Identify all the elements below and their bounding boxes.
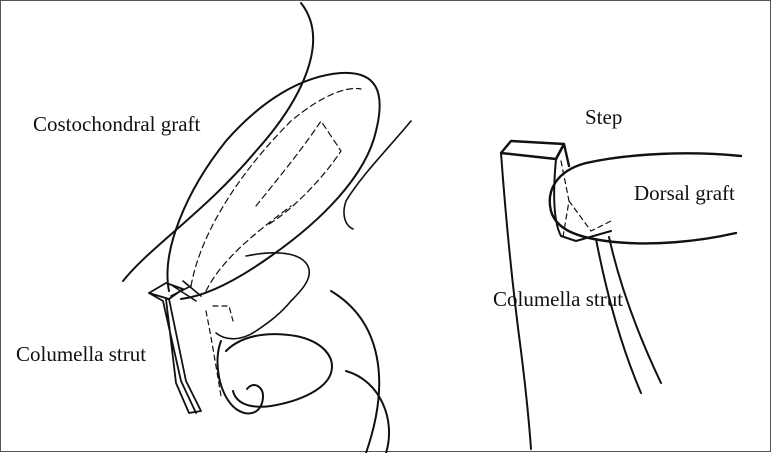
costochondral-graft-outline <box>168 73 380 299</box>
strut-lower-dashed <box>569 201 611 231</box>
lower-lip-curve <box>346 371 389 453</box>
alar-outline <box>226 334 332 407</box>
face-profile-outline <box>123 3 313 281</box>
label-costochondral-graft: Costochondral graft <box>33 114 200 135</box>
columella-strut-left <box>149 283 201 413</box>
septal-line <box>344 121 411 229</box>
label-columella-strut-right: Columella strut <box>493 289 623 310</box>
graft-inner-dashed-3 <box>206 206 291 291</box>
label-step: Step <box>585 107 622 128</box>
graft-inner-dashed-1 <box>191 88 361 286</box>
label-dorsal-graft: Dorsal graft <box>634 183 735 204</box>
label-columella-strut-left: Columella strut <box>16 344 146 365</box>
strut-lower-line-2 <box>596 239 641 393</box>
columella-strut-block-side <box>556 144 569 166</box>
nose-profile-drawing <box>123 3 411 453</box>
columella-strut-block <box>501 141 564 159</box>
alar-dashed-edge-2 <box>213 306 233 321</box>
cheek-curve <box>331 291 379 453</box>
septum-shape <box>216 253 309 339</box>
